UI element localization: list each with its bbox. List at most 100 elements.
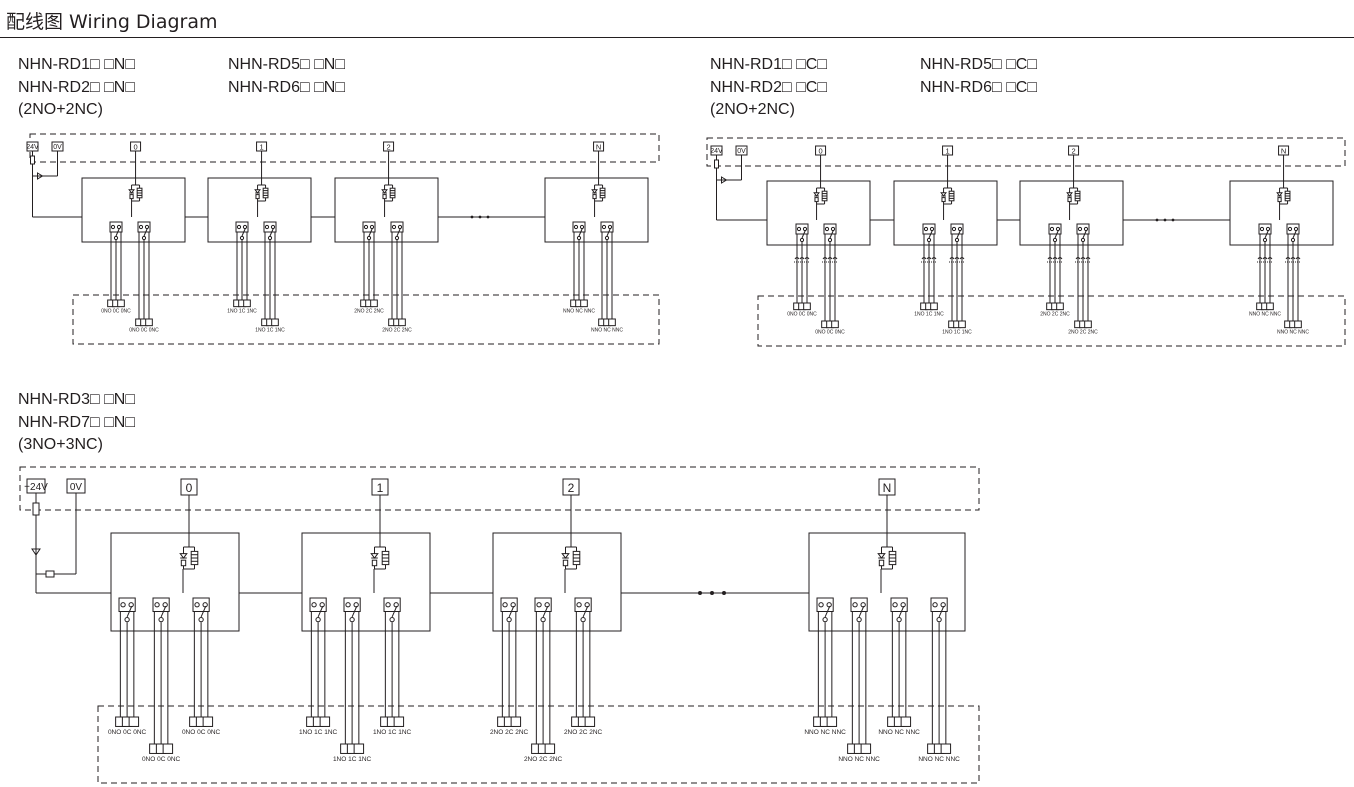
model-label: NHN-RD7□ □N□ xyxy=(18,413,135,431)
terminal-label: NNO NC NNC xyxy=(591,328,623,334)
terminal-label: 1NO 1C 1NC xyxy=(255,328,285,334)
contact-arm xyxy=(1264,229,1269,239)
terminal-block xyxy=(940,743,952,754)
contact-nc xyxy=(900,602,906,608)
contact-no xyxy=(576,602,582,608)
terminal-block xyxy=(162,743,174,754)
contact-common xyxy=(239,235,245,241)
resistor-icon xyxy=(878,559,885,567)
contact-no xyxy=(1049,226,1055,232)
station-address-label: 1 xyxy=(377,481,384,495)
model-label: NHN-RD1□ □N□ xyxy=(18,56,135,73)
contact-arm xyxy=(858,605,865,618)
continuation-dot xyxy=(478,215,482,219)
contact-arm xyxy=(1054,229,1059,239)
cable-break xyxy=(1290,257,1296,260)
contact-common xyxy=(799,237,805,243)
contact-arm xyxy=(160,605,167,618)
terminal-label: 0NO 0C 0NC xyxy=(787,312,817,318)
continuation-dot xyxy=(698,591,702,595)
contact-arm xyxy=(606,227,611,237)
cable-break xyxy=(926,257,932,260)
top-left-models-col1: NHN-RD1□ □N□ NHN-RD2□ □N□ (2NO+2NC) xyxy=(18,54,135,122)
contact-nc xyxy=(584,602,590,608)
station-address-label: N xyxy=(883,481,892,495)
contact-common xyxy=(366,235,372,241)
contact-arm xyxy=(578,227,583,237)
resistor-icon xyxy=(814,197,819,203)
cable-break xyxy=(1295,257,1301,260)
terminal-block xyxy=(353,743,365,754)
cable-break xyxy=(931,257,937,260)
cable-break xyxy=(1085,257,1091,260)
terminal-block xyxy=(1294,320,1302,329)
terminal-label: NNO NC NNC xyxy=(1277,330,1309,336)
power-terminal-label: 0V xyxy=(70,482,83,493)
power-terminal-label: 0V xyxy=(53,144,62,151)
relay-module xyxy=(81,177,186,243)
terminal-block-frame xyxy=(72,294,660,345)
contact-no xyxy=(932,602,938,608)
terminal-block xyxy=(202,716,214,727)
resistor-icon xyxy=(592,194,597,200)
continuation-dot xyxy=(1155,218,1159,222)
station-address-label: 0 xyxy=(186,481,193,495)
contact-arm xyxy=(956,229,961,239)
diode-icon xyxy=(37,172,44,180)
contact-frame xyxy=(137,221,151,233)
resistor-icon xyxy=(1067,197,1072,203)
contact-arm xyxy=(824,605,831,618)
terminal-label: 1NO 1C 1NC xyxy=(942,330,972,336)
contact-no xyxy=(264,224,270,230)
model-label: NHN-RD6□ □C□ xyxy=(920,78,1037,96)
contact-no xyxy=(818,602,824,608)
cable-break xyxy=(921,257,927,260)
cable-break xyxy=(832,257,838,260)
station-address-label: N xyxy=(596,143,601,152)
terminal-block xyxy=(930,302,938,311)
contact-common xyxy=(1262,237,1268,243)
terminal-block xyxy=(826,716,838,727)
contact-arm xyxy=(351,605,358,618)
relay-module xyxy=(544,177,649,243)
terminal-label: 2NO 2C 2NC xyxy=(354,309,384,315)
contact-no xyxy=(1287,226,1293,232)
terminal-label: 1NO 1C 1NC xyxy=(373,729,412,736)
contact-arm xyxy=(241,227,246,237)
control-bus-frame xyxy=(19,466,980,511)
top-left-models-col2: NHN-RD5□ □N□ NHN-RD6□ □N□ xyxy=(228,54,345,99)
contact-frame xyxy=(362,221,376,233)
terminal-block xyxy=(145,318,153,327)
terminal-block xyxy=(370,299,378,308)
contact-nc xyxy=(510,602,516,608)
contact-nc xyxy=(826,602,832,608)
terminal-label: NNO NC NNC xyxy=(918,756,960,763)
station-address-label: 2 xyxy=(1071,147,1075,156)
terminal-block xyxy=(803,302,811,311)
contact-arm xyxy=(582,605,589,618)
terminal-label: 0NO 0C 0NC xyxy=(101,309,131,315)
contact-no xyxy=(536,602,542,608)
contact-no xyxy=(1259,226,1265,232)
contact-frame xyxy=(950,223,964,235)
terminal-block xyxy=(608,318,616,327)
station-address-label: N xyxy=(1281,147,1286,156)
contact-no xyxy=(601,224,607,230)
terminal-block xyxy=(319,716,331,727)
terminal-label: 2NO 2C 2NC xyxy=(1068,330,1098,336)
contact-no xyxy=(194,602,200,608)
relay-module xyxy=(492,532,622,632)
terminal-block xyxy=(510,716,522,727)
contact-arm xyxy=(801,229,806,239)
bottom-models: NHN-RD3□ □N□ NHN-RD7□ □N□ (3NO+3NC) xyxy=(18,389,135,457)
station-address-label: 0 xyxy=(818,147,822,156)
contact-common xyxy=(827,237,833,243)
contact-no xyxy=(796,226,802,232)
contact-common xyxy=(198,616,204,623)
contact-nc xyxy=(544,602,550,608)
terminal-label: 2NO 2C 2NC xyxy=(1040,312,1070,318)
model-label: NHN-RD1□ □C□ xyxy=(710,56,827,73)
